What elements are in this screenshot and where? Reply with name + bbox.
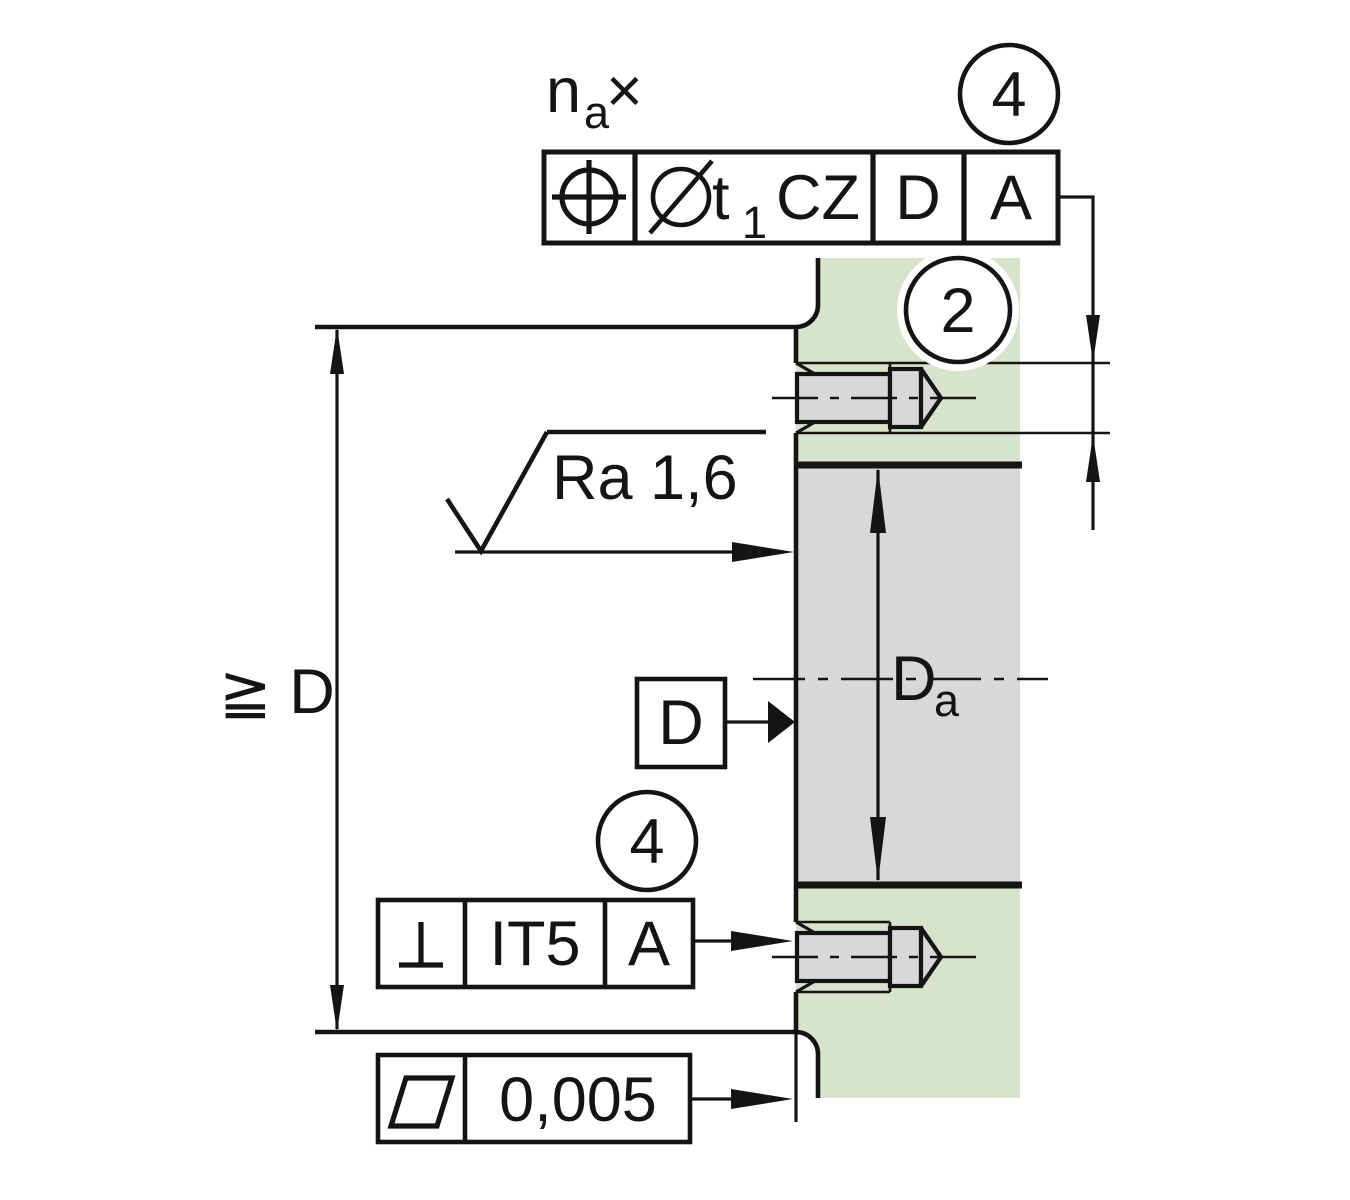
- bore-dimension-label: D: [891, 644, 937, 714]
- arrowhead-up-icon: [330, 327, 344, 374]
- arrowhead-up-icon: [870, 468, 886, 533]
- surface-roughness-label: Ra 1,6: [552, 443, 738, 513]
- flatness-symbol-icon: [387, 1075, 456, 1129]
- bore-dimension: D a: [870, 468, 960, 882]
- count-prefix: n: [546, 56, 581, 126]
- balloon-2: 2: [897, 249, 1019, 371]
- surface-roughness-callout: Ra 1,6: [445, 429, 794, 562]
- set-screw-top: [772, 361, 1110, 435]
- perpendicularity-datum: A: [628, 909, 670, 979]
- arrowhead-down-icon: [870, 817, 886, 882]
- balloon-number: 4: [629, 807, 664, 877]
- balloon-4-bottom: 4: [595, 789, 699, 893]
- flatness-frame: 0,005: [375, 1052, 793, 1145]
- position-symbol-icon: [552, 160, 626, 234]
- hole-count-label: n a ×: [546, 56, 643, 138]
- arrowhead-down-icon: [330, 985, 344, 1032]
- perpendicularity-symbol-icon: [399, 922, 443, 968]
- balloon-4-top: 4: [957, 42, 1061, 146]
- datum-secondary-label: A: [990, 163, 1032, 233]
- frame-leader: [1058, 195, 1095, 530]
- set-screw-bottom: [772, 920, 986, 994]
- hole-chamfer: [795, 361, 816, 435]
- shoulder-dimension: ≧ D: [219, 327, 344, 1032]
- perpendicularity-frame: IT5 A: [375, 897, 793, 990]
- abutment-top-edge: [315, 258, 821, 330]
- frame-dividers: [632, 152, 967, 243]
- datum-primary-label: D: [895, 163, 941, 233]
- datum-d-box: [634, 676, 728, 770]
- balloon-number: 2: [940, 276, 975, 346]
- frame-dividers: [462, 900, 608, 987]
- arrowhead-right-icon: [731, 931, 793, 951]
- arrowhead-up-icon: [1086, 435, 1100, 482]
- tolerance-var-label: t: [712, 163, 730, 233]
- frame-border: [375, 1052, 693, 1145]
- position-tolerance-frame: t 1 CZ D A: [541, 149, 1100, 530]
- frame-border: [375, 897, 696, 990]
- diameter-symbol-icon: [648, 159, 714, 235]
- datum-d-label: D: [658, 688, 704, 758]
- shaft-section: [796, 465, 1020, 885]
- zone-modifier-label: CZ: [776, 163, 860, 233]
- datum-d-target: D: [634, 676, 795, 770]
- frame-border: [541, 149, 1061, 246]
- balloon-number: 4: [991, 60, 1026, 130]
- count-times: ×: [606, 56, 643, 126]
- arrowhead-down-icon: [1086, 315, 1100, 362]
- count-subscript: a: [584, 87, 610, 138]
- arrowhead-right-icon: [731, 1089, 793, 1109]
- arrowhead-right-icon: [732, 542, 794, 562]
- tolerance-subscript: 1: [742, 197, 767, 248]
- perpendicularity-tolerance: IT5: [489, 909, 580, 979]
- shoulder-dimension-label: ≧ D: [219, 657, 335, 727]
- bore-dimension-subscript: a: [934, 675, 960, 726]
- hole-chamfer: [795, 920, 816, 994]
- flatness-tolerance: 0,005: [499, 1065, 657, 1135]
- datum-triangle-icon: [768, 701, 795, 743]
